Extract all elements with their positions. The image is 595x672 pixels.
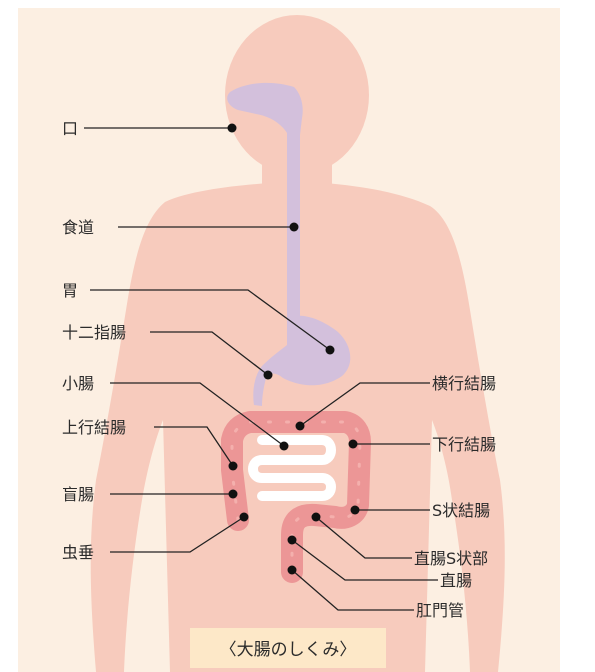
label-descending-colon: 下行結腸 xyxy=(432,435,496,454)
duodenum-point xyxy=(264,371,273,380)
small-intestine-point xyxy=(280,442,289,451)
rectosigmoid-point xyxy=(312,513,321,522)
label-mouth: 口 xyxy=(62,119,78,138)
ascending-colon-point xyxy=(229,462,238,471)
label-stomach: 胃 xyxy=(62,281,78,300)
transverse-colon-point xyxy=(296,422,305,431)
caption-text: 〈大腸のしくみ〉 xyxy=(220,640,357,660)
esophagus-point xyxy=(290,223,299,232)
label-rectum: 直腸 xyxy=(440,571,472,590)
rectum-point xyxy=(288,536,297,545)
label-small-intestine: 小腸 xyxy=(62,374,94,393)
label-transverse-colon: 横行結腸 xyxy=(432,374,496,393)
label-cecum: 盲腸 xyxy=(62,485,94,504)
label-sigmoid-colon: S状結腸 xyxy=(432,501,490,520)
label-ascending-colon: 上行結腸 xyxy=(62,418,126,437)
mouth-point xyxy=(228,124,237,133)
appendix-point xyxy=(240,513,249,522)
label-esophagus: 食道 xyxy=(62,218,94,237)
stomach-point xyxy=(326,346,335,355)
cecum-point xyxy=(229,490,238,499)
label-anal-canal: 肛門管 xyxy=(416,601,464,620)
descending-colon-point xyxy=(349,440,358,449)
sigmoid-colon-point xyxy=(351,506,360,515)
label-rectosigmoid: 直腸S状部 xyxy=(414,549,488,568)
label-duodenum: 十二指腸 xyxy=(62,323,126,342)
label-appendix: 虫垂 xyxy=(62,543,94,562)
anal-canal-point xyxy=(288,566,297,575)
